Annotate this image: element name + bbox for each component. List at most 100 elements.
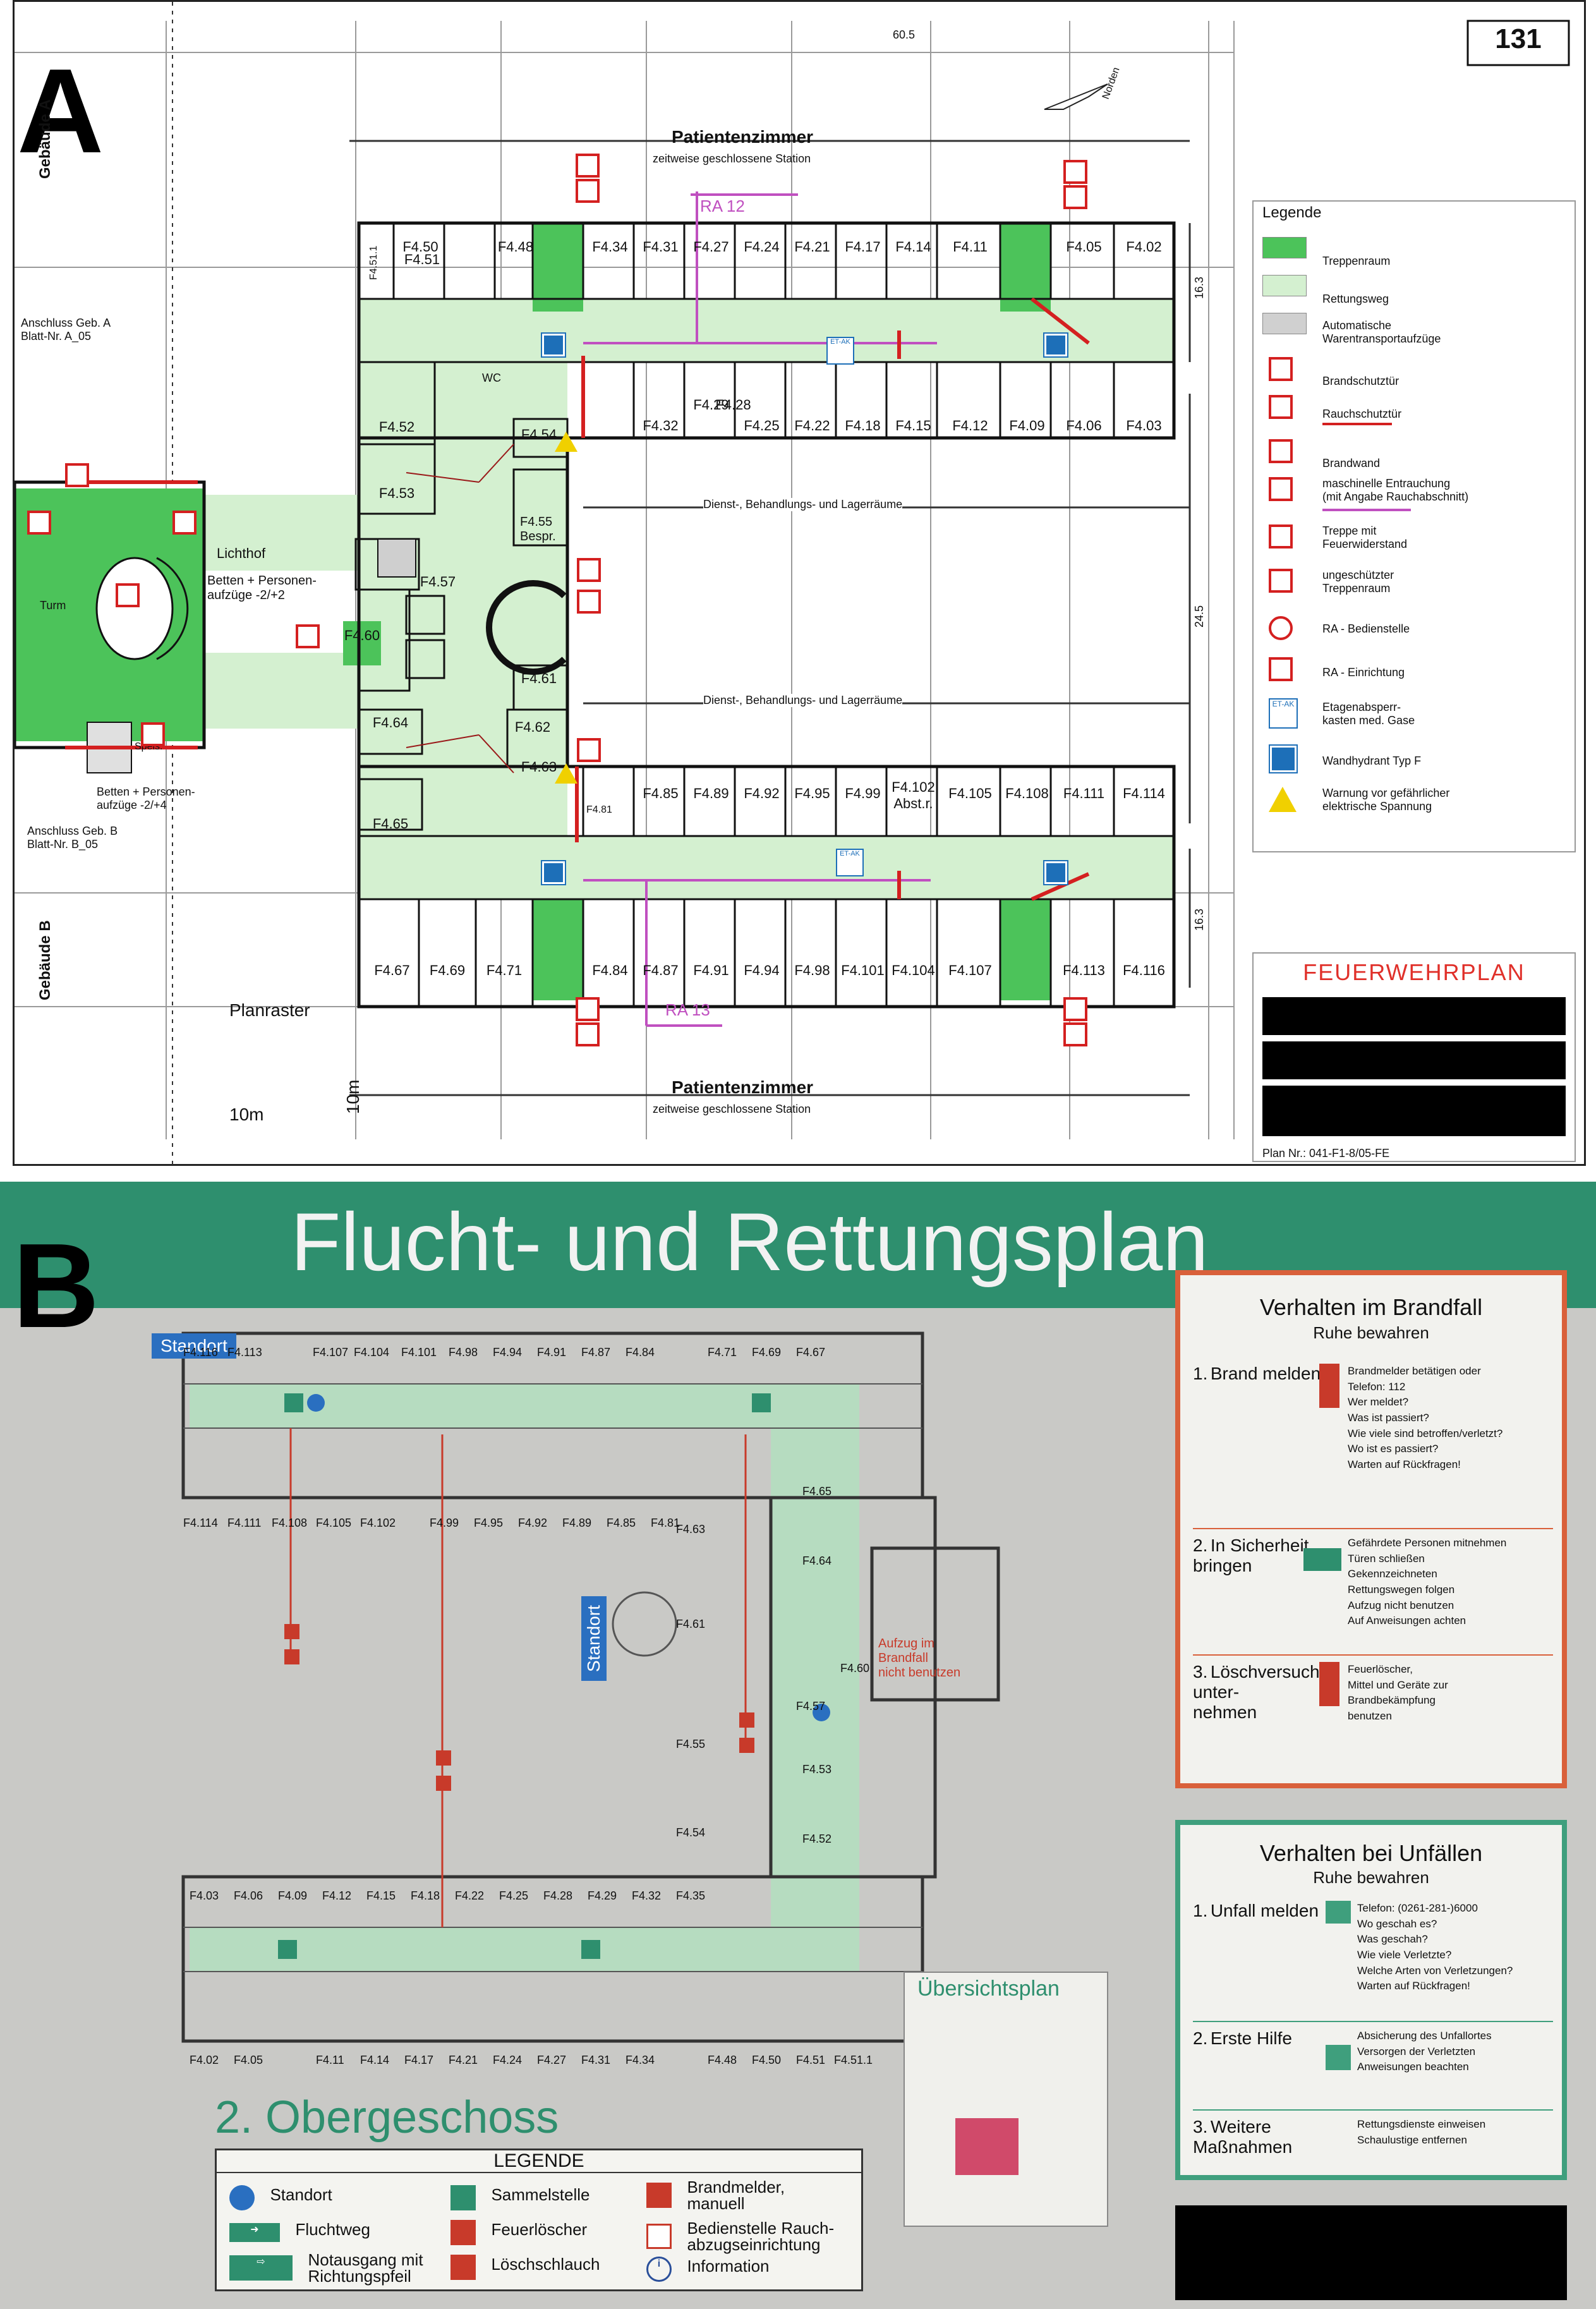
- room-label: F4.104: [354, 1346, 390, 1359]
- smoke-door-line: [1322, 423, 1392, 425]
- dim-right-3: 16.3: [1193, 908, 1206, 931]
- rooms-top-row-2: F4.114 F4.111 F4.108 F4.105 F4.102 F4.99…: [183, 1517, 941, 1536]
- redacted-block: [1262, 997, 1566, 1035]
- legend-item: ungeschützter Treppenraum: [1262, 569, 1566, 613]
- room-label: F4.31: [581, 2054, 611, 2066]
- fire-instructions-box: Verhalten im Brandfall Ruhe bewahren 1. …: [1175, 1270, 1567, 1788]
- room-label: F4.14: [360, 2054, 390, 2066]
- room-label: F4.102 Abst.r.: [892, 779, 935, 811]
- step-text: Rettungsdienste einweisen Schaulustige e…: [1357, 2118, 1486, 2146]
- room-label: F4.18: [845, 418, 881, 433]
- overview-building-marker: [955, 2118, 1019, 2175]
- room-label: F4.111: [1063, 785, 1105, 801]
- unprotected-stair-icon: [1269, 569, 1293, 593]
- room-label: F4.84: [592, 962, 628, 978]
- room-label: F4.105: [316, 1517, 352, 1529]
- stair-icon: [1269, 524, 1293, 548]
- room-label: F4.15: [366, 1889, 396, 1902]
- room-label: F4.113: [1063, 962, 1105, 978]
- room-label: F4.71: [708, 1346, 737, 1359]
- fire-box-subtitle: Ruhe bewahren: [1313, 1323, 1429, 1342]
- bespr-room-label: F4.55 Bespr.: [520, 515, 556, 543]
- room-label: F4.65: [802, 1485, 832, 1498]
- step-number: 3.: [1193, 2117, 1208, 2136]
- legend-item: ET-AK Etagenabsperr- kasten med. Gase: [1262, 698, 1566, 736]
- room-label: F4.06: [234, 1889, 263, 1902]
- green-swatch: [1262, 237, 1307, 258]
- legend-item: Brandwand: [1262, 439, 1566, 477]
- room-label: F4.107: [948, 962, 992, 978]
- room-label: F4.67: [374, 962, 410, 978]
- phone-icon: [1326, 1901, 1351, 1924]
- legend-item: Brandmelder, manuell: [646, 2179, 785, 2212]
- aufzuege-bottom-label: Betten + Personen- aufzüge -2/+4: [97, 785, 195, 811]
- room-label: F4.35: [676, 1889, 706, 1902]
- hydrant-icon: [1043, 332, 1068, 358]
- room-label: F4.34: [626, 2054, 655, 2066]
- room-label: F4.48: [708, 2054, 737, 2066]
- room-label: F4.53: [378, 485, 415, 501]
- legend-item: Treppe mit Feuerwiderstand: [1262, 524, 1566, 569]
- anschluss-a-label: Anschluss Geb. A Blatt-Nr. A_05: [21, 317, 111, 342]
- legend-a: Treppenraum Rettungsweg Automatische War…: [1262, 237, 1566, 844]
- room-label: F4.67: [796, 1346, 826, 1359]
- legend-item: Feuerlöscher: [450, 2220, 587, 2245]
- room-label: F4.25: [744, 418, 780, 433]
- step-title: In Sicherheit bringen: [1193, 1536, 1309, 1575]
- fire-door-icon: [172, 511, 196, 535]
- hydrant-icon: [1043, 860, 1068, 885]
- legend-item: RA - Einrichtung: [1262, 657, 1566, 695]
- room-label: F4.11: [316, 2054, 344, 2066]
- step-title: Brand melden: [1210, 1364, 1321, 1383]
- escape-plan-photo: Flucht- und Rettungsplan B: [0, 1182, 1596, 2309]
- room-label: F4.116: [183, 1346, 218, 1359]
- legend-label: Fluchtweg: [295, 2220, 370, 2239]
- legend-item: Rettungsweg: [1262, 275, 1566, 313]
- fire-wall-icon: [65, 463, 89, 487]
- legend-label: Standort: [270, 2185, 332, 2205]
- step-title: Weitere Maßnahmen: [1193, 2117, 1293, 2157]
- smoke-door-icon: [1269, 395, 1293, 419]
- fire-alarm-icon: [646, 2183, 672, 2208]
- legend-item: Automatische Warentransportaufzüge: [1262, 313, 1566, 351]
- room-label: F4.28: [715, 397, 751, 413]
- room-label: F4.09: [278, 1889, 308, 1902]
- room-label: F4.92: [744, 785, 780, 801]
- plan-a-drawing: [15, 2, 1576, 1165]
- room-label: F4.34: [592, 239, 628, 255]
- legend-label: Brandwand: [1322, 457, 1381, 470]
- room-label: F4.51: [796, 2054, 826, 2066]
- room-label: F4.32: [643, 418, 679, 433]
- top-dimension: 60.5: [893, 28, 916, 41]
- elevator-note: Aufzug im Brandfall nicht benutzen: [878, 1637, 961, 1680]
- room-label: F4.17: [404, 2054, 434, 2066]
- info-icon: i: [646, 2257, 672, 2282]
- room-label: F4.105: [948, 785, 992, 801]
- room-label: F4.81: [586, 804, 612, 815]
- header-bottom-label: Patientenzimmer: [672, 1077, 814, 1097]
- step-text: Absicherung des Unfallortes Versorgen de…: [1357, 2030, 1492, 2073]
- room-label: F4.51.1: [834, 2054, 873, 2066]
- emergency-exit-icon: [1303, 1548, 1341, 1571]
- room-label: F4.89: [693, 785, 729, 801]
- overview-title: Übersichtsplan: [917, 1977, 1060, 2001]
- redacted-block: [1175, 2205, 1567, 2300]
- header-bottom-sub: zeitweise geschlossene Station: [653, 1103, 811, 1115]
- planraster-label: Planraster: [229, 1000, 310, 1020]
- floor-label: 2. Obergeschoss: [215, 2092, 559, 2143]
- fire-step-3: 3. Löschversuch unter- nehmen Feuerlösch…: [1193, 1654, 1553, 1782]
- room-label: F4.51.1: [368, 245, 379, 280]
- smoke-vent-icon: [646, 2224, 672, 2249]
- accident-box-title: Verhalten bei Unfällen: [1259, 1840, 1483, 1866]
- room-label: F4.03: [1126, 418, 1162, 433]
- stair-icon: [577, 590, 601, 614]
- building-a-label: Gebäude A: [37, 99, 54, 179]
- assembly-point-icon: [450, 2185, 476, 2210]
- accident-box-subtitle: Ruhe bewahren: [1313, 1868, 1429, 1887]
- room-label: F4.61: [676, 1618, 706, 1630]
- fire-door-icon: [576, 154, 600, 178]
- room-label: F4.52: [378, 419, 415, 435]
- ra-control-icon: [1269, 616, 1293, 640]
- legend-item: Löschschlauch: [450, 2255, 600, 2280]
- stair-icon: [296, 624, 320, 648]
